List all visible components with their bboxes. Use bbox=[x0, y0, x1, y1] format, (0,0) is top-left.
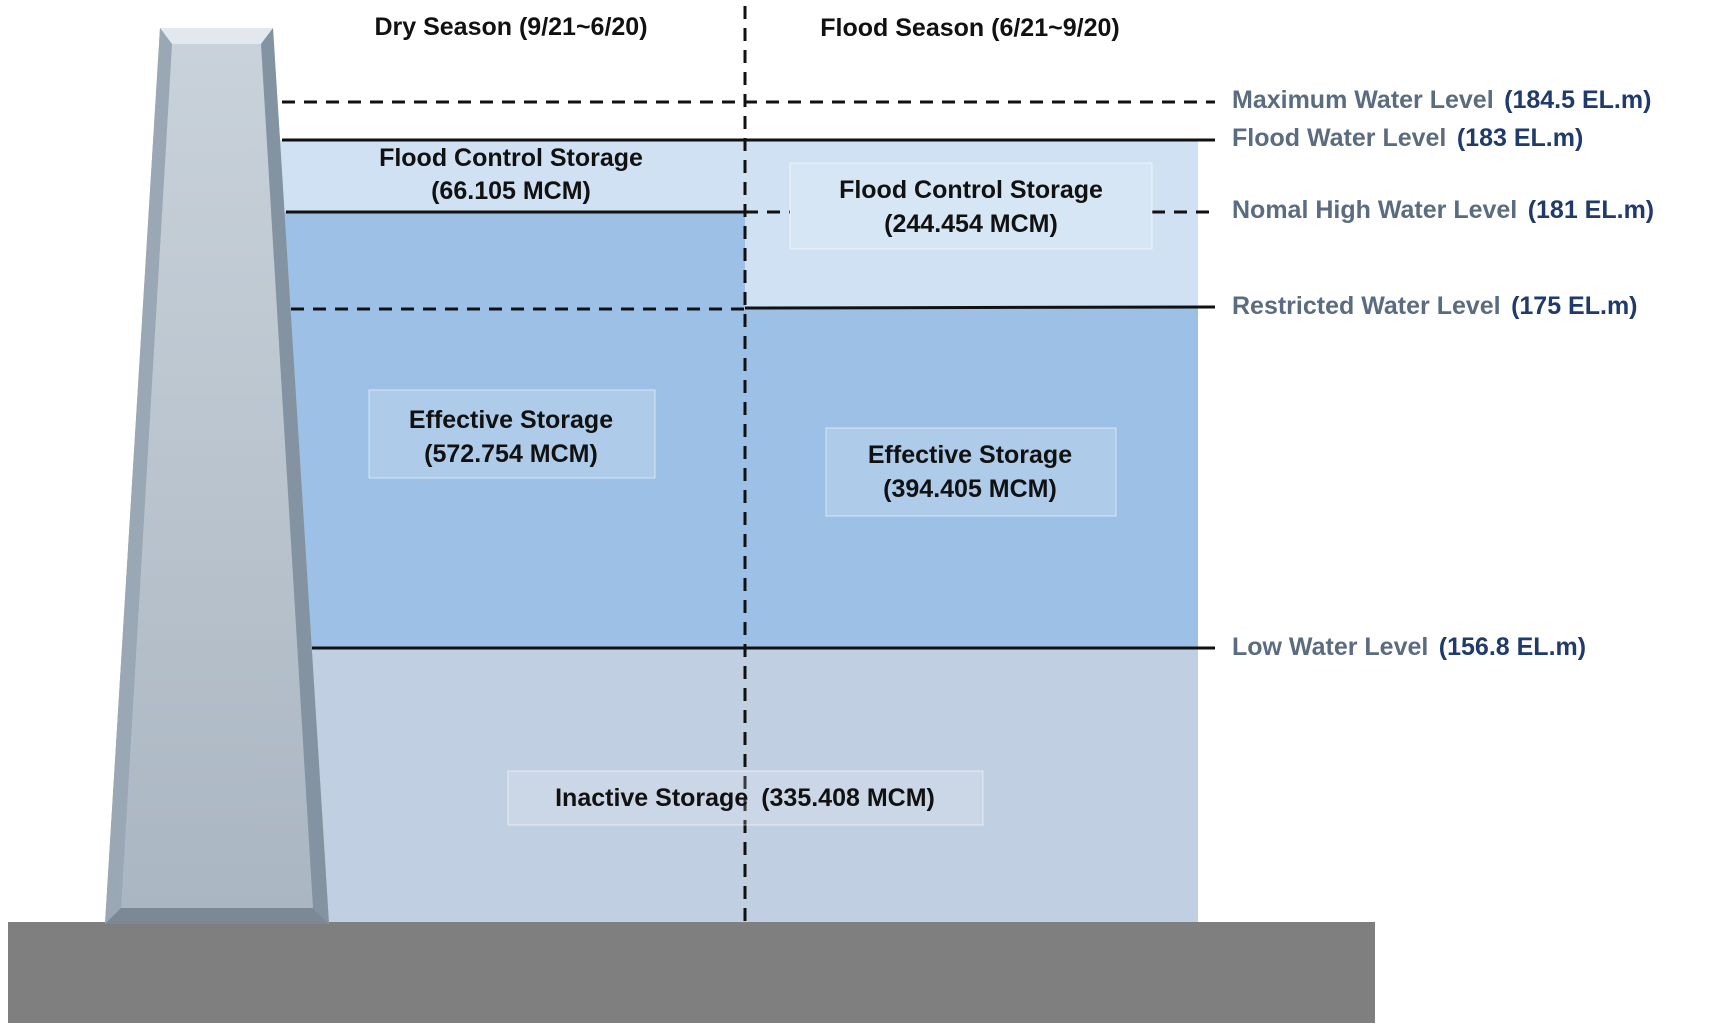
dry-flood-control-zone bbox=[270, 140, 745, 212]
restricted-water-level-name: Restricted Water Level bbox=[1232, 292, 1501, 320]
dry-season-label: Dry Season (9/21~6/20) bbox=[374, 13, 647, 41]
flood-water-level-value: (183 EL.m) bbox=[1457, 124, 1583, 152]
dry-effective-storage-value: (572.754 MCM) bbox=[424, 440, 598, 468]
inactive-storage-box bbox=[507, 770, 984, 826]
flood-flood-control-storage-title: Flood Control Storage bbox=[839, 176, 1103, 204]
dry-effective-storage-box bbox=[368, 389, 656, 479]
flood-effective-storage-title: Effective Storage bbox=[868, 441, 1072, 469]
inactive-storage-value: (335.408 MCM) bbox=[761, 784, 935, 812]
normal-high-water-level-name: Nomal High Water Level bbox=[1232, 196, 1517, 224]
flood-water-level-label: Flood Water Level (183 EL.m) bbox=[1232, 124, 1583, 152]
low-water-level-label: Low Water Level (156.8 EL.m) bbox=[1232, 633, 1586, 661]
low-water-level-value: (156.8 EL.m) bbox=[1439, 633, 1586, 661]
flood-effective-storage-zone bbox=[745, 307, 1198, 648]
flood-flood-control-zone bbox=[745, 140, 1198, 307]
flood-flood-control-storage-value: (244.454 MCM) bbox=[884, 210, 1058, 238]
ground bbox=[8, 922, 1375, 1023]
flood-flood-control-storage-box bbox=[789, 162, 1153, 250]
maximum-water-level-name: Maximum Water Level bbox=[1232, 86, 1494, 114]
inactive-storage-zone bbox=[270, 648, 1198, 923]
restricted-water-level-label: Restricted Water Level (175 EL.m) bbox=[1232, 292, 1638, 320]
normal-high-water-level-label: Nomal High Water Level (181 EL.m) bbox=[1232, 196, 1654, 224]
flood-water-level-name: Flood Water Level bbox=[1232, 124, 1446, 152]
low-water-level-name: Low Water Level bbox=[1232, 633, 1428, 661]
flood-effective-storage-value: (394.405 MCM) bbox=[883, 475, 1057, 503]
restricted-water-level-value: (175 EL.m) bbox=[1511, 292, 1637, 320]
flood-season-label: Flood Season (6/21~9/20) bbox=[820, 14, 1119, 42]
inactive-storage-title: Inactive Storage bbox=[555, 784, 748, 812]
restricted-water-level-line-flood bbox=[744, 305, 1216, 310]
normal-high-water-level-value: (181 EL.m) bbox=[1528, 196, 1654, 224]
dam-icon bbox=[105, 28, 329, 924]
dry-effective-storage-title: Effective Storage bbox=[409, 406, 613, 434]
dry-flood-control-storage-value: (66.105 MCM) bbox=[431, 177, 591, 205]
dry-effective-storage-zone bbox=[270, 212, 745, 648]
flood-effective-storage-box bbox=[825, 427, 1117, 517]
inactive-storage-label: Inactive Storage (335.408 MCM) bbox=[555, 784, 935, 812]
dry-flood-control-storage-title: Flood Control Storage bbox=[379, 144, 643, 172]
maximum-water-level-label: Maximum Water Level (184.5 EL.m) bbox=[1232, 86, 1651, 114]
maximum-water-level-value: (184.5 EL.m) bbox=[1504, 86, 1651, 114]
